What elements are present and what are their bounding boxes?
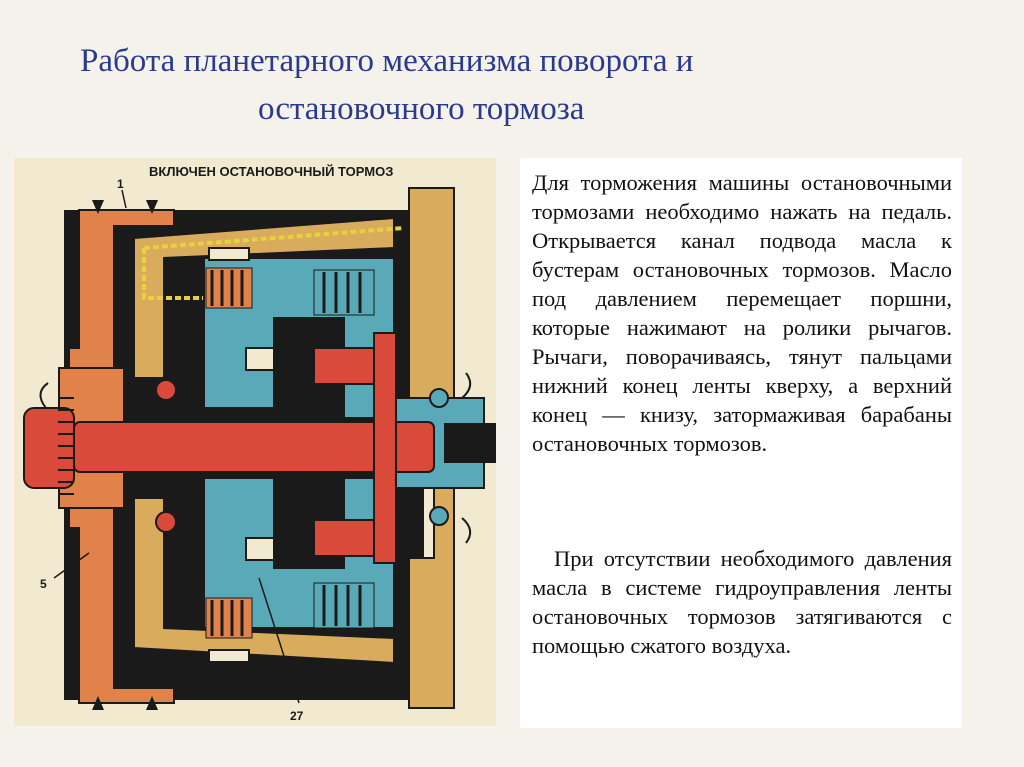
bearing-balls [429,388,449,526]
clutch-discs-lower [205,582,375,639]
rotation-arrow-left [39,382,49,409]
diagram-caption: ВКЛЮЧЕН ОСТАНОВОЧНЫЙ ТОРМОЗ [149,164,393,179]
spline-end [23,407,75,489]
paragraph-2: При отсутствии необходимого давления мас… [532,546,952,658]
label-1: 1 [117,177,124,191]
paragraph-1: Для торможения машины остановочными торм… [532,170,952,456]
brake-mechanism-diagram: ВКЛЮЧЕН ОСТАНОВОЧНЫЙ ТОРМОЗ [14,158,496,726]
label-5: 5 [40,577,47,591]
leader-5 [53,552,90,579]
springs [208,247,275,663]
slide-title-line2: остановочного тормоза [258,91,585,127]
rollers [155,379,177,533]
description-panel: Для торможения машины остановочными торм… [520,158,962,728]
left-housing-lower [68,507,175,704]
rotation-arrow-right-bottom [461,517,472,544]
diagram-svg: ВКЛЮЧЕН ОСТАНОВОЧНЫЙ ТОРМОЗ [23,164,496,723]
pressure-arrows [92,200,158,710]
label-27: 27 [290,709,304,723]
rotation-arrow-right-top [461,372,472,399]
shaft-flange [373,332,397,564]
leader-27 [258,577,300,704]
slide-title-line1: Работа планетарного механизма поворота и [80,43,694,79]
output-socket [444,423,496,463]
spline-teeth [58,397,74,495]
inner-tan-upper [133,216,395,379]
leader-1 [121,189,127,209]
clutch-discs-upper [205,267,375,316]
